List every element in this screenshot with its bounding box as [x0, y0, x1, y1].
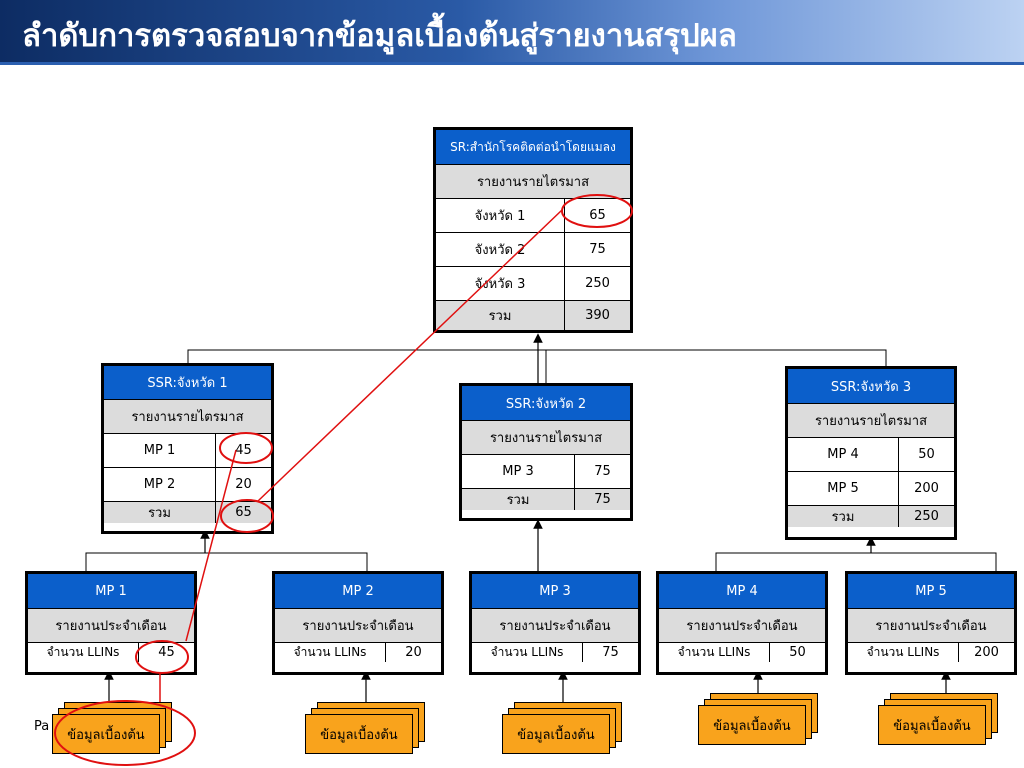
sr-total-value: 390	[564, 301, 630, 330]
doc-label: ข้อมูลเบื้องต้น	[502, 714, 610, 754]
page-title: ลำดับการตรวจสอบจากข้อมูลเบื้องต้นสู่รายง…	[22, 18, 737, 54]
mp-title: MP 1	[28, 574, 194, 608]
highlight-ellipse-sr-value	[561, 194, 633, 228]
mp-row-value: 200	[958, 643, 1014, 662]
sr-row-label: จังหวัด 1	[474, 209, 526, 224]
mp-title: MP 5	[848, 574, 1014, 608]
ssr-row-label: MP 4	[827, 447, 859, 462]
sr-subtitle: รายงานรายไตรมาส	[476, 175, 590, 190]
ssr-row-value: 20	[215, 468, 271, 501]
ssr-subtitle: รายงานรายไตรมาส	[489, 431, 603, 446]
source-data-doc-5: ข้อมูลเบื้องต้น	[878, 693, 998, 745]
trace-line-mp-to-ssr	[185, 449, 237, 642]
doc-label: ข้อมูลเบื้องต้น	[878, 705, 986, 745]
sr-row-value: 75	[564, 233, 630, 266]
connector-mp-to-ssr3	[715, 552, 997, 571]
ssr-total-label: รวม	[148, 506, 171, 521]
title-underline	[0, 62, 1024, 65]
ssr-row-label: MP 2	[143, 477, 176, 492]
ssr-title: SSR:จังหวัด 1	[104, 366, 271, 399]
doc-label: ข้อมูลเบื้องต้น	[52, 714, 160, 754]
sr-row-value: 250	[564, 267, 630, 300]
ssr-table-2: SSR:จังหวัด 2 รายงานรายไตรมาส MP 3 75 รวม…	[459, 383, 633, 521]
title-bar	[0, 0, 1024, 62]
mp-row-value: 75	[582, 643, 638, 662]
source-data-doc-3: ข้อมูลเบื้องต้น	[502, 702, 622, 754]
mp-row-value: 50	[769, 643, 825, 662]
mp-table-4: MP 4 รายงานประจำเดือน จำนวน LLINs 50	[656, 571, 828, 675]
ssr-title: SSR:จังหวัด 2	[462, 386, 630, 420]
connector-ssr-to-sr	[187, 349, 887, 383]
mp-row-value: 20	[385, 643, 441, 662]
mp-title: MP 3	[472, 574, 638, 608]
source-data-doc-4: ข้อมูลเบื้องต้น	[698, 693, 818, 745]
mp-subtitle: รายงานประจำเดือน	[55, 619, 167, 634]
ssr-title: SSR:จังหวัด 3	[788, 369, 954, 403]
mp-table-3: MP 3 รายงานประจำเดือน จำนวน LLINs 75	[469, 571, 641, 675]
ssr-total-value: 75	[574, 489, 630, 510]
mp-subtitle: รายงานประจำเดือน	[686, 619, 798, 634]
mp-subtitle: รายงานประจำเดือน	[499, 619, 611, 634]
trace-line-ssr-to-sr	[257, 209, 563, 502]
ssr-row-label: MP 3	[502, 464, 534, 479]
mp-row-label: จำนวน LLINs	[293, 645, 367, 659]
mp-table-2: MP 2 รายงานประจำเดือน จำนวน LLINs 20	[272, 571, 444, 675]
ssr-row-value: 45	[215, 434, 271, 467]
source-data-doc-2: ข้อมูลเบื้องต้น	[305, 702, 425, 754]
connector-mp-to-ssr1	[85, 552, 368, 571]
ssr-total-label: รวม	[506, 493, 530, 508]
mp-subtitle: รายงานประจำเดือน	[302, 619, 414, 634]
ssr-total-value: 250	[898, 506, 954, 527]
mp-row-label: จำนวน LLINs	[677, 645, 751, 659]
highlight-ellipse-ssr-total	[220, 499, 274, 533]
ssr-table-1: SSR:จังหวัด 1 รายงานรายไตรมาส MP 1 45 MP …	[101, 363, 274, 534]
mp-title: MP 2	[275, 574, 441, 608]
doc-label: ข้อมูลเบื้องต้น	[305, 714, 413, 754]
mp-row-label: จำนวน LLINs	[490, 645, 564, 659]
ssr-row-label: MP 1	[143, 443, 176, 458]
mp-table-1: MP 1 รายงานประจำเดือน จำนวน LLINs 45	[25, 571, 197, 675]
ssr-subtitle: รายงานรายไตรมาส	[131, 410, 244, 425]
footer-text: Pa	[34, 719, 50, 734]
highlight-ellipse-ssr-mp1	[219, 432, 273, 464]
mp-subtitle: รายงานประจำเดือน	[875, 619, 987, 634]
mp-row-value: 45	[138, 643, 194, 662]
ssr-row-label: MP 5	[827, 481, 859, 496]
ssr-row-value: 50	[898, 438, 954, 471]
ssr-row-value: 200	[898, 472, 954, 505]
mp-row-label: จำนวน LLINs	[46, 645, 120, 659]
sr-row-label: จังหวัด 2	[474, 243, 526, 258]
ssr-total-label: รวม	[831, 510, 855, 525]
ssr-row-value: 75	[574, 455, 630, 488]
mp-title: MP 4	[659, 574, 825, 608]
ssr-subtitle: รายงานรายไตรมาส	[814, 414, 928, 429]
highlight-ellipse-doc	[54, 700, 196, 766]
doc-label: ข้อมูลเบื้องต้น	[698, 705, 806, 745]
highlight-ellipse-mp1-value	[135, 640, 189, 674]
sr-title: SR:สำนักโรคติดต่อนำโดยแมลง	[436, 130, 630, 164]
ssr-total-value: 65	[215, 502, 271, 523]
mp-row-label: จำนวน LLINs	[866, 645, 940, 659]
ssr-table-3: SSR:จังหวัด 3 รายงานรายไตรมาส MP 4 50 MP …	[785, 366, 957, 540]
sr-table: SR:สำนักโรคติดต่อนำโดยแมลง รายงานรายไตรม…	[433, 127, 633, 333]
sr-total-label: รวม	[488, 309, 512, 324]
mp-table-5: MP 5 รายงานประจำเดือน จำนวน LLINs 200	[845, 571, 1017, 675]
